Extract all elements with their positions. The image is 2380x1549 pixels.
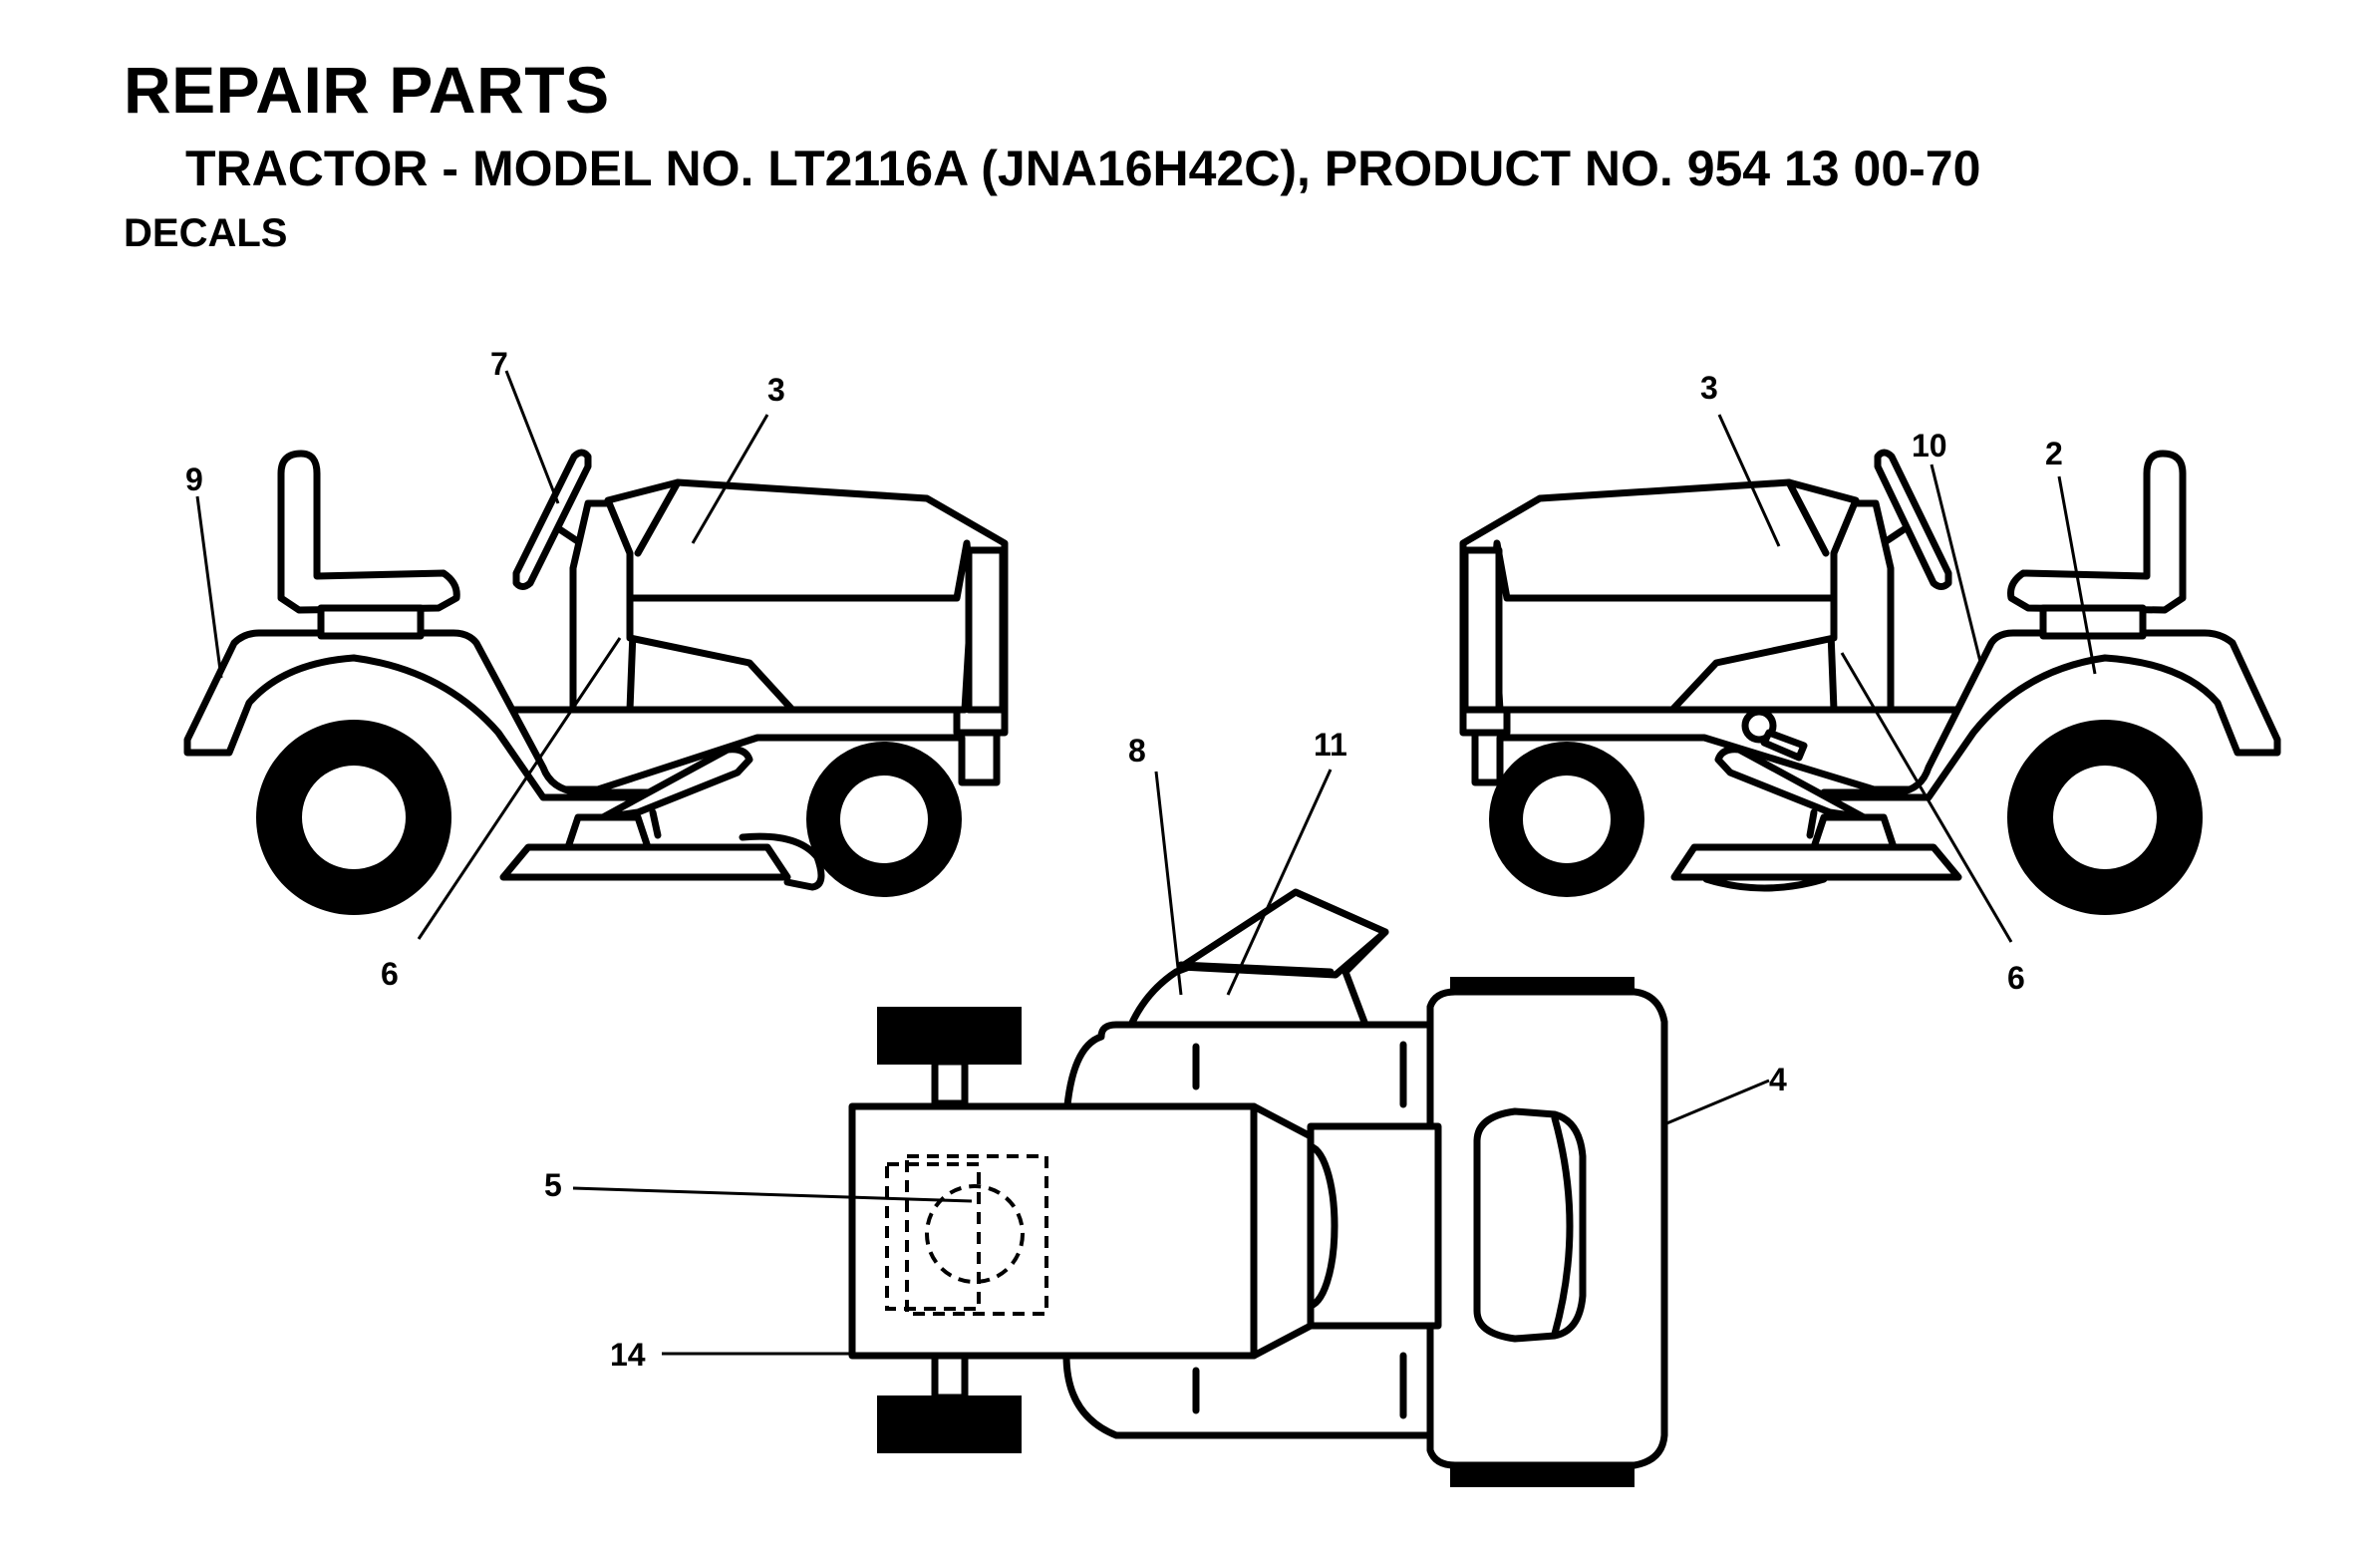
callout-7: 7 [490,346,508,382]
front-wheel-right [1489,742,1644,897]
tractor-right-side-view: 3 10 2 6 [1459,370,2281,996]
top-front-wheel-lower [877,1395,1022,1453]
hood-panel [634,478,682,557]
steering-wheel-right [1874,449,1952,590]
page-title: REPAIR PARTS [124,53,610,127]
mower-deck [499,843,791,881]
rear-wheel-right [2007,720,2203,915]
callout-14: 14 [610,1337,646,1373]
callout-3-left: 3 [767,372,785,408]
top-seat [1473,1107,1587,1343]
top-engine-outline-inner [905,1154,1048,1316]
leader-6-right [1840,652,2013,943]
top-engine-filter [925,1184,1025,1284]
rear-wheel [256,720,451,915]
leader-3-right [1717,414,1781,547]
seat [277,450,460,614]
pedal-stem-right [1806,808,1818,839]
tractor-left-side-view: 7 3 9 6 [183,346,1009,992]
section-title: DECALS [124,211,288,255]
leader-6-left [417,637,622,940]
deck-hanger [564,813,652,851]
leader-2 [2057,475,2097,675]
front-wheel [806,742,962,897]
leader-9 [195,495,223,679]
top-chute-deflector [1177,888,1389,979]
deck-skirt-right [1702,875,1828,892]
tractor-top-view: 8 11 4 5 14 [544,727,1787,1487]
steering-wheel [512,449,592,590]
top-axle-upper [931,1058,969,1107]
leader-4 [1663,1079,1770,1126]
deck-chute [739,832,825,891]
key-lever [1741,708,1808,762]
callout-4: 4 [1769,1062,1787,1097]
top-axle-lower [931,1352,969,1401]
page-subtitle: TRACTOR - MODEL NO. LT2116A (JNA16H42C),… [185,141,1981,196]
callout-5: 5 [544,1167,562,1203]
hood [604,478,1009,737]
callout-6-right: 6 [2007,960,2025,996]
leader-5 [572,1186,973,1203]
leader-10 [1930,464,1983,667]
top-hood [848,1102,1315,1360]
callout-3-right: 3 [1700,370,1718,406]
seat-base [317,604,425,640]
foot-pedal [599,746,753,821]
pedal-stem [649,808,662,839]
leader-3-left [691,414,769,544]
callout-11: 11 [1314,727,1347,763]
top-chute-edge [1177,961,1335,976]
leader-7 [504,370,560,504]
callout-9: 9 [185,462,203,497]
callout-8: 8 [1128,733,1146,769]
callout-2: 2 [2045,436,2063,471]
callout-10: 10 [1912,428,1947,464]
mower-deck-right [1670,843,1962,881]
deck-hanger-right [1810,813,1898,851]
top-engine-outline-outer [885,1162,981,1311]
seat-right [2007,450,2187,614]
foot-pedal-right [1714,746,1868,821]
seat-base-right [2039,604,2147,640]
hood-side [626,539,976,714]
top-seat-back [1551,1114,1574,1338]
grille-right [1461,546,1503,714]
hood-right [1459,478,1860,737]
hood-panel-right [1785,478,1830,557]
callout-6-left: 6 [381,956,399,992]
grille [965,546,1007,714]
top-front-wheel-upper [877,1007,1022,1065]
leader-11 [1226,769,1333,996]
leader-8 [1154,771,1183,996]
